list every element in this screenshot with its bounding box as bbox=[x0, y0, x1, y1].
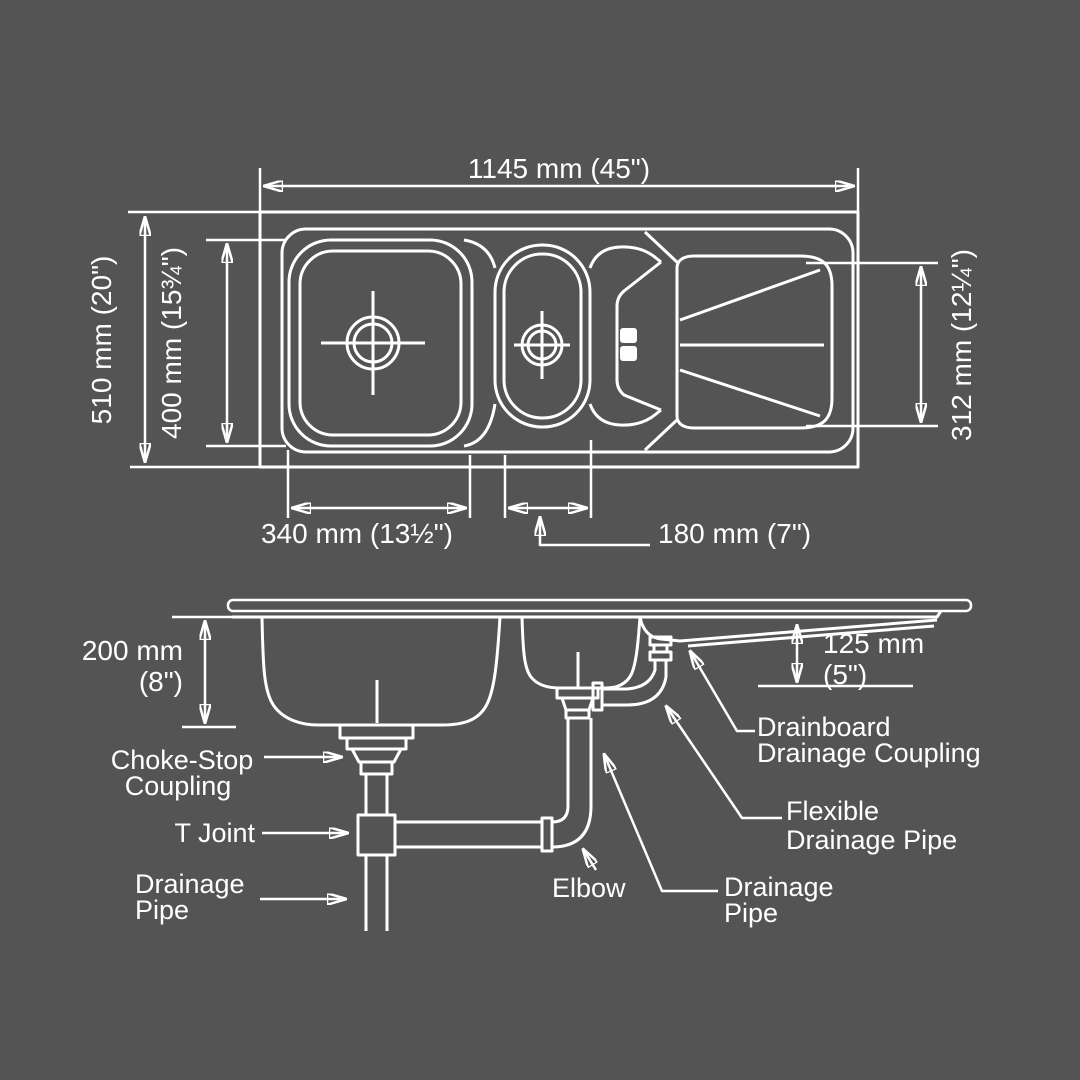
dim-main-bowl-width-text: 340 mm (13½") bbox=[261, 518, 453, 549]
half-bowl-drain-icon bbox=[514, 311, 570, 379]
dim-overall-width-text: 1145 mm (45") bbox=[468, 153, 650, 184]
svg-text:Drainage: Drainage bbox=[724, 872, 834, 902]
label-flexible-drainage-pipe: Flexible Drainage Pipe bbox=[666, 706, 957, 855]
dim-overall-depth: 510 mm (20") bbox=[86, 210, 294, 469]
drain-trough bbox=[615, 260, 662, 412]
label-t-joint: T Joint bbox=[174, 818, 348, 848]
svg-text:Drainage Coupling: Drainage Coupling bbox=[757, 738, 981, 768]
dim-half-bowl-width-text: 180 mm (7") bbox=[658, 518, 811, 549]
dim-overall-depth-text: 510 mm (20") bbox=[86, 256, 117, 425]
dim-drainboard-height: 125 mm (5") bbox=[758, 625, 924, 690]
svg-text:Coupling: Coupling bbox=[125, 771, 232, 801]
dim-bowl-height-text-2: (8") bbox=[139, 666, 183, 697]
drainboard-section bbox=[638, 616, 938, 648]
dim-half-bowl-width: 180 mm (7") bbox=[503, 440, 811, 549]
drainage-pipe-vertical bbox=[356, 774, 397, 931]
sink-top-view bbox=[258, 210, 860, 469]
dim-drainboard-width-text: 312 mm (12¼") bbox=[946, 249, 977, 441]
elbow-outer bbox=[551, 805, 593, 849]
dim-bowl-height-text-1: 200 mm bbox=[82, 635, 183, 666]
dim-overall-width: 1145 mm (45") bbox=[258, 153, 860, 212]
dim-drainboard-height-text-2: (5") bbox=[823, 659, 867, 690]
label-drainage-pipe-right: Drainage Pipe bbox=[604, 754, 834, 928]
main-bowl-outer bbox=[287, 238, 474, 448]
dim-main-bowl-width: 340 mm (13½") bbox=[261, 450, 472, 549]
half-bowl-inner bbox=[502, 252, 583, 420]
side-view-labels: Choke-Stop Coupling T Joint Drainage Pip… bbox=[111, 651, 981, 928]
deck-transition-curves bbox=[463, 230, 680, 452]
half-bowl-section bbox=[520, 616, 642, 690]
svg-text:Elbow: Elbow bbox=[552, 873, 626, 903]
svg-text:Drainboard: Drainboard bbox=[757, 712, 891, 742]
dim-bowl-depth: 400 mm (15¾") bbox=[156, 238, 286, 448]
dim-bowl-height: 200 mm (8") bbox=[82, 615, 236, 729]
drainboard-outline bbox=[675, 254, 834, 430]
drainboard-grooves bbox=[679, 268, 824, 418]
drainboard-coupling-top-icon bbox=[620, 328, 637, 361]
svg-text:Drainage Pipe: Drainage Pipe bbox=[786, 825, 957, 855]
dim-drainboard-width: 312 mm (12¼") bbox=[806, 249, 977, 441]
dim-bowl-depth-text: 400 mm (15¾") bbox=[156, 247, 187, 439]
elbow-inner bbox=[551, 805, 570, 824]
half-bowl-outer bbox=[493, 243, 592, 429]
t-joint bbox=[356, 813, 397, 857]
main-bowl-inner bbox=[298, 249, 463, 437]
main-bowl-drain-icon bbox=[321, 291, 425, 395]
label-elbow: Elbow bbox=[552, 849, 626, 903]
top-view-dimensions: 1145 mm (45") 510 mm (20") 400 mm (15¾")… bbox=[86, 153, 977, 549]
choke-stop-coupling bbox=[338, 723, 415, 776]
rim-underside-line bbox=[232, 610, 943, 619]
horizontal-pipe-and-elbow bbox=[395, 718, 593, 853]
sink-side-view bbox=[226, 598, 973, 931]
svg-text:Pipe: Pipe bbox=[135, 895, 189, 925]
svg-text:Choke-Stop: Choke-Stop bbox=[111, 745, 254, 775]
svg-text:Flexible: Flexible bbox=[786, 796, 879, 826]
label-drainage-pipe-left: Drainage Pipe bbox=[135, 869, 346, 925]
half-bowl-coupling bbox=[555, 686, 600, 720]
sink-rim-outline bbox=[258, 210, 860, 469]
svg-text:Pipe: Pipe bbox=[724, 898, 778, 928]
main-bowl-section bbox=[260, 616, 502, 727]
sink-rim-profile bbox=[226, 598, 973, 613]
svg-text:T Joint: T Joint bbox=[174, 818, 255, 848]
label-drainboard-drainage-coupling: Drainboard Drainage Coupling bbox=[690, 651, 981, 768]
sink-inner-rim-outline bbox=[280, 227, 855, 454]
label-choke-stop-coupling: Choke-Stop Coupling bbox=[111, 745, 342, 801]
side-view-dimensions: 200 mm (8") 125 mm (5") bbox=[82, 615, 924, 729]
svg-text:Drainage: Drainage bbox=[135, 869, 245, 899]
dim-drainboard-height-text-1: 125 mm bbox=[823, 628, 924, 659]
